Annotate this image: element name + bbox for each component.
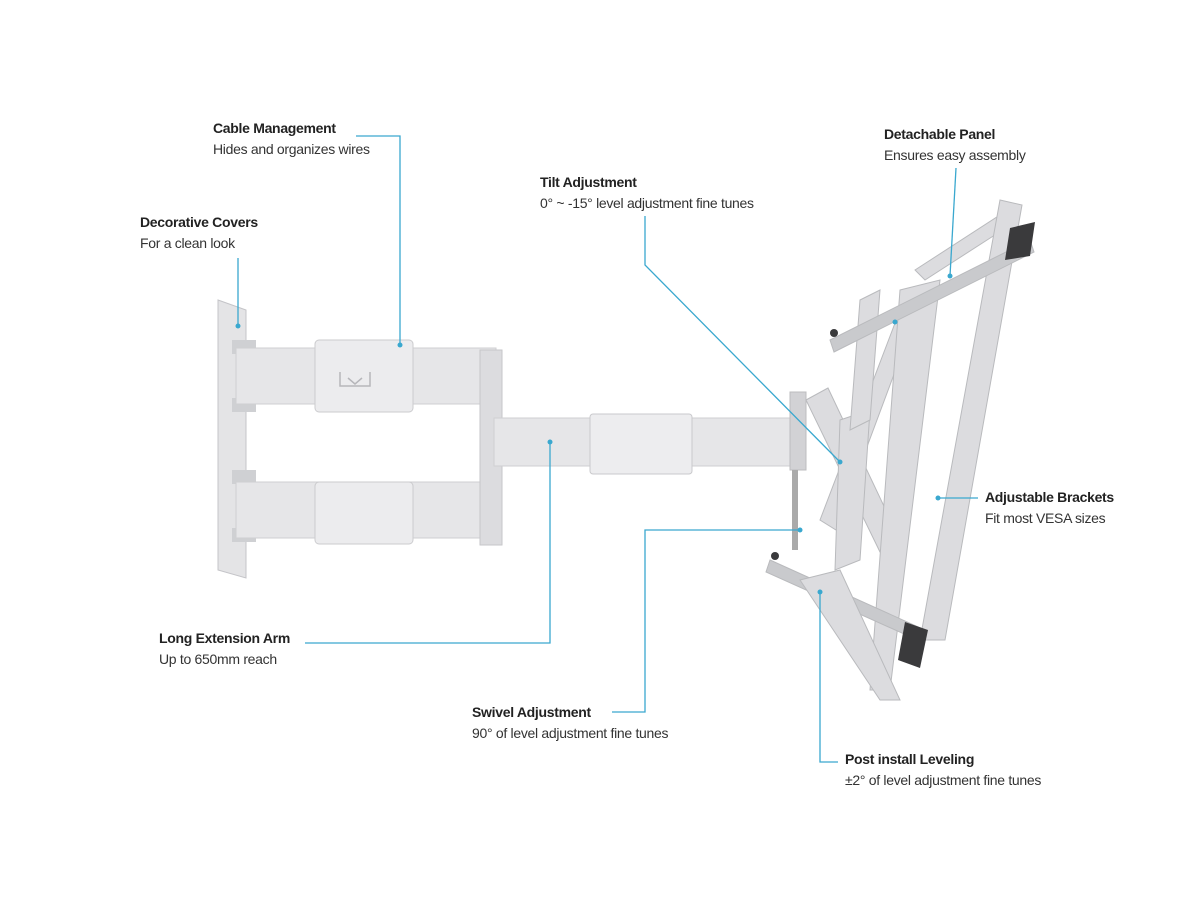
leader-post-install-leveling [819, 592, 838, 763]
leader-swivel-adjustment [612, 529, 800, 713]
callout-cable-management: Cable Management Hides and organizes wir… [213, 118, 370, 160]
cable-cover-bottom [314, 481, 414, 545]
leader-cable-management [356, 135, 401, 345]
callout-post-install-leveling: Post install Leveling ±2° of level adjus… [845, 749, 1041, 791]
leader-detachable-panel [949, 167, 957, 277]
tilt-head [765, 199, 1035, 701]
callout-desc: Ensures easy assembly [884, 147, 1026, 163]
callout-title: Tilt Adjustment [540, 174, 637, 190]
callout-title: Decorative Covers [140, 214, 258, 230]
brand-logo [339, 372, 371, 387]
callout-detachable-panel: Detachable Panel Ensures easy assembly [884, 124, 1026, 166]
callout-desc: 0° ~ -15° level adjustment fine tunes [540, 195, 754, 211]
callout-title: Long Extension Arm [159, 630, 290, 646]
leader-dots [235, 273, 953, 595]
callout-title: Cable Management [213, 120, 336, 136]
leader-long-extension-arm [305, 442, 551, 644]
extension-arm [493, 391, 807, 550]
callout-desc: 90° of level adjustment fine tunes [472, 725, 669, 741]
callout-desc: ±2° of level adjustment fine tunes [845, 772, 1042, 788]
callout-desc: Fit most VESA sizes [985, 510, 1106, 526]
callout-title: Detachable Panel [884, 126, 996, 142]
double-arm [235, 339, 503, 546]
callout-decorative-covers: Decorative Covers For a clean look [140, 212, 258, 254]
callout-title: Post install Leveling [845, 751, 975, 767]
callout-title: Swivel Adjustment [472, 704, 591, 720]
callout-desc: Hides and organizes wires [213, 141, 370, 157]
callout-desc: For a clean look [140, 235, 235, 251]
callout-title: Adjustable Brackets [985, 489, 1114, 505]
leader-tilt-adjustment [644, 216, 841, 463]
callout-long-extension-arm: Long Extension Arm Up to 650mm reach [159, 628, 290, 670]
leader-lines [237, 135, 978, 763]
callout-adjustable-brackets: Adjustable Brackets Fit most VESA sizes [985, 487, 1114, 529]
callout-desc: Up to 650mm reach [159, 651, 277, 667]
callout-swivel-adjustment: Swivel Adjustment 90° of level adjustmen… [472, 702, 669, 744]
handles [771, 222, 1035, 668]
cable-cover-top [314, 339, 414, 413]
callout-tilt-adjustment: Tilt Adjustment 0° ~ -15° level adjustme… [540, 172, 754, 214]
